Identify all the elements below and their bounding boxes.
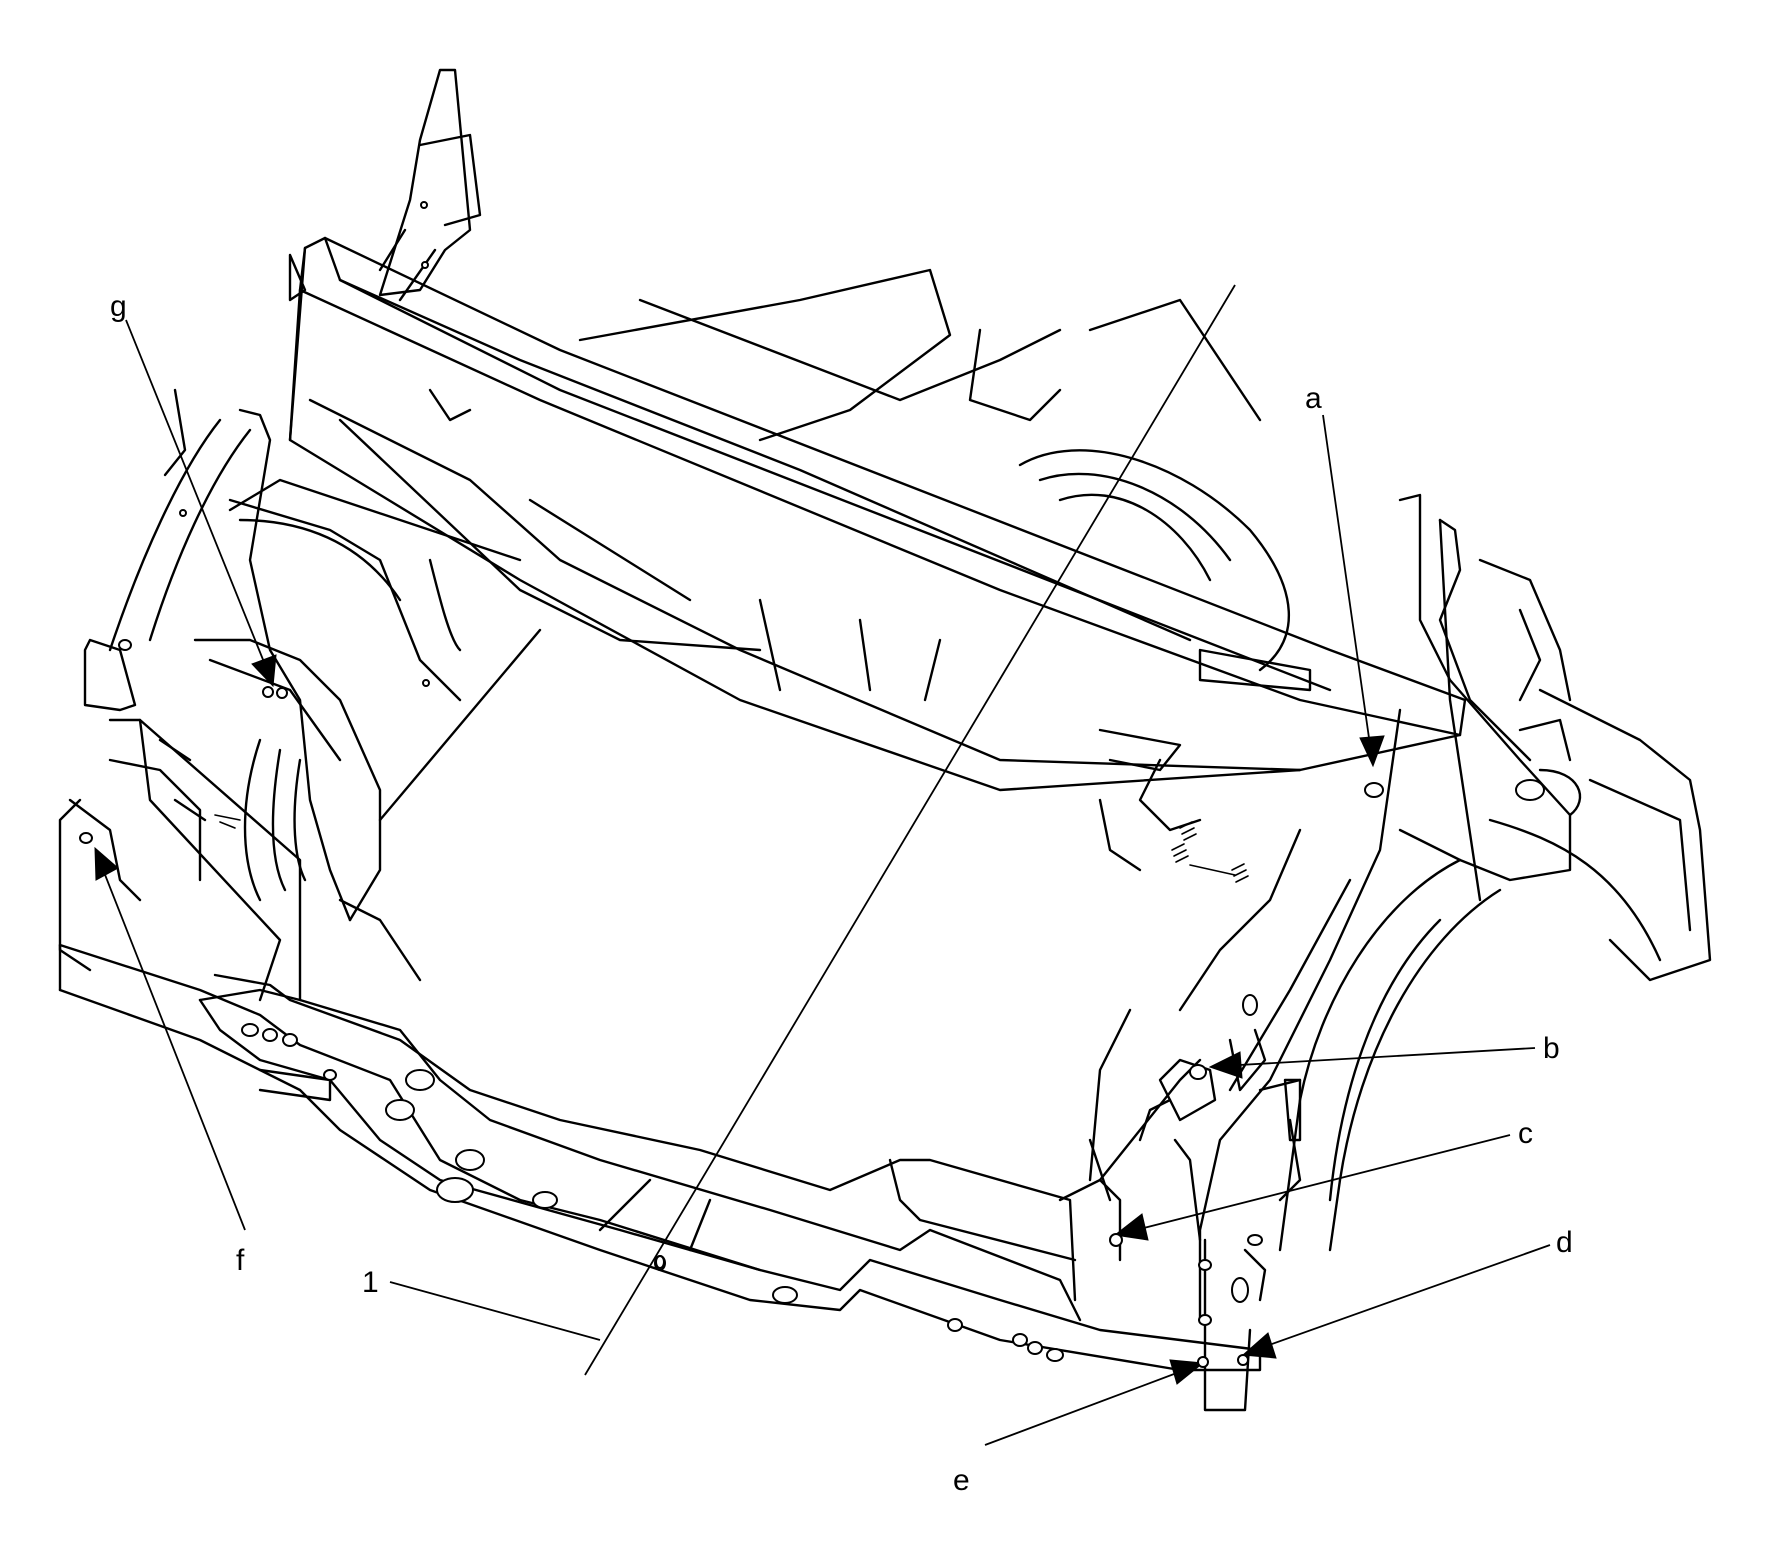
left-upper-bracket xyxy=(378,68,482,302)
callout-a: a xyxy=(1305,382,1385,798)
callout-label-a: a xyxy=(1305,382,1322,415)
callout-b: b xyxy=(1189,1032,1560,1080)
callout-label-d: d xyxy=(1556,1226,1573,1259)
callout-1: 1 xyxy=(362,1266,601,1341)
callout-label-c: c xyxy=(1518,1117,1533,1150)
cowl-panel xyxy=(288,236,1467,792)
callout-label-1: 1 xyxy=(362,1266,379,1299)
section-line xyxy=(584,284,1236,1376)
right-side-support xyxy=(1088,518,1482,1412)
callout-label-g: g xyxy=(110,290,127,323)
right-upper-shelf xyxy=(578,268,1262,442)
strut-tower-dome xyxy=(1018,449,1290,672)
callout-label-f: f xyxy=(236,1244,245,1277)
right-wheelhouse xyxy=(1278,493,1712,1252)
callout-f: f xyxy=(79,832,246,1277)
lower-radiator-support xyxy=(58,943,1262,1372)
fasteners xyxy=(1171,821,1249,883)
callout-label-e: e xyxy=(953,1464,970,1497)
callout-e: e xyxy=(953,1356,1209,1497)
callout-d: d xyxy=(1237,1226,1573,1366)
center-hole xyxy=(655,1255,665,1269)
callout-c: c xyxy=(1109,1117,1533,1247)
left-side-structure xyxy=(58,388,542,1002)
callout-label-b: b xyxy=(1543,1032,1560,1065)
callout-g: g xyxy=(110,290,288,699)
